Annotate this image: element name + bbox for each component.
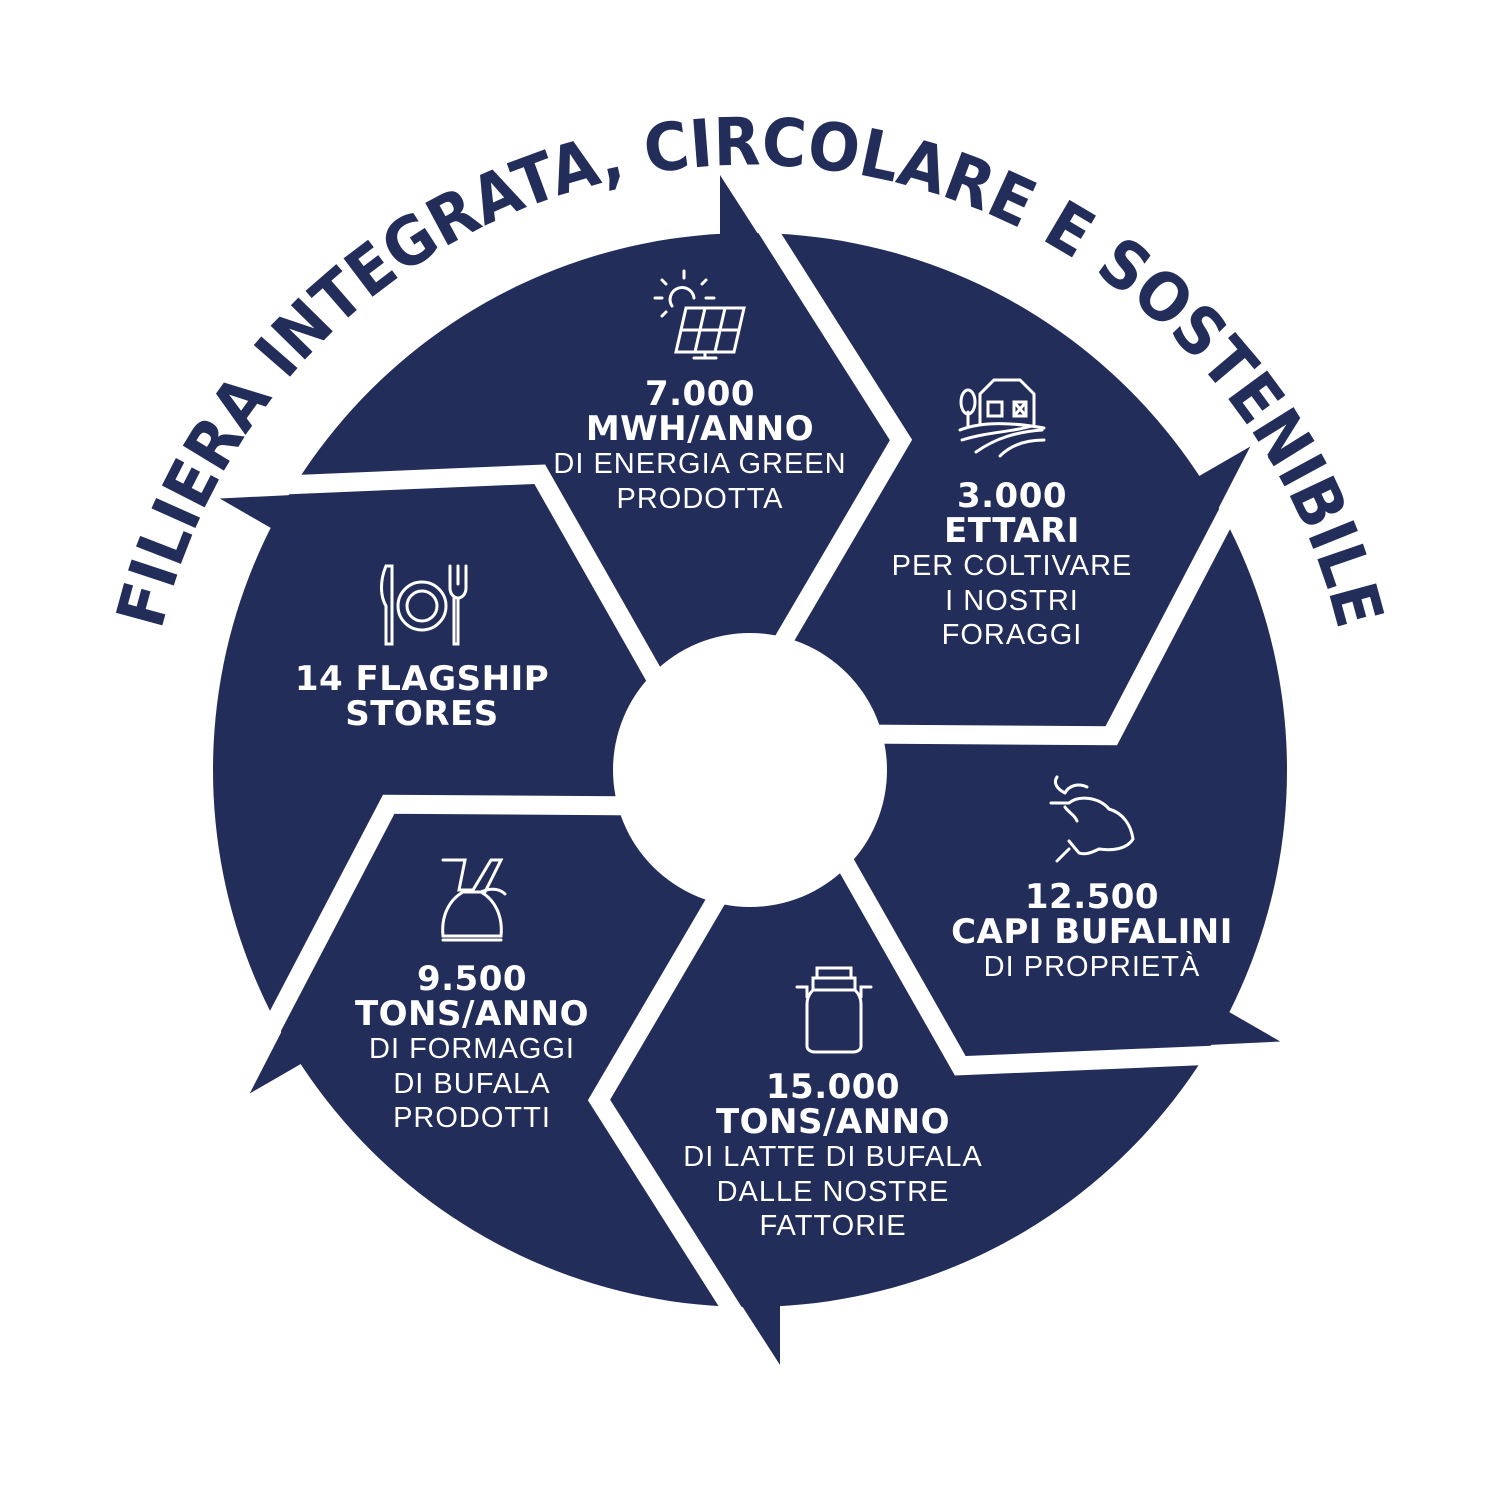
segment-buffalo: 12.500 CAPI BUFALINI DI PROPRIETÀ xyxy=(902,880,1282,985)
cycle-arrow-3 xyxy=(826,839,1282,1076)
segment-desc: DI FORMAGGI xyxy=(369,1033,575,1065)
segment-desc: DI BUFALA xyxy=(393,1067,551,1100)
chevron-separator xyxy=(587,875,780,1377)
segment-desc: DI ENERGIA GREEN xyxy=(553,448,847,480)
cycle-arrow-4 xyxy=(587,875,780,1377)
plate-cutlery-icon xyxy=(380,564,468,646)
segment-desc: PRODOTTA xyxy=(616,482,784,515)
segment-value: 15.000 xyxy=(765,1067,901,1107)
arrow-tip xyxy=(720,175,776,262)
cheese-bag-icon xyxy=(441,858,507,942)
segment-unit: MWH/ANNO xyxy=(585,409,815,449)
segment-desc: I NOSTRI xyxy=(945,584,1079,617)
segment-unit: TONS/ANNO xyxy=(354,994,590,1034)
milk-can-icon xyxy=(795,966,873,1054)
solar-panel-icon xyxy=(653,269,746,360)
segment-desc: DI LATTE DI BUFALA xyxy=(683,1141,983,1173)
segment-desc: PER COLTIVARE xyxy=(891,550,1133,582)
arrow-tip xyxy=(1174,446,1251,539)
segment-desc: DALLE NOSTRE xyxy=(716,1175,950,1208)
buffalo-icon xyxy=(1049,775,1135,863)
segment-desc: DI PROPRIETÀ xyxy=(983,951,1201,983)
farm-barn-icon xyxy=(958,378,1046,458)
segment-desc: PRODOTTI xyxy=(393,1102,551,1134)
cycle-arrow-6 xyxy=(218,464,674,701)
segment-unit: TONS/ANNO xyxy=(715,1102,951,1142)
segment-stores: 14 FLAGSHIP STORES xyxy=(232,662,612,732)
segment-value: 14 FLAGSHIP xyxy=(294,659,550,699)
cycle-arrow-2 xyxy=(856,446,1269,746)
segment-milk: 15.000 TONS/ANNO DI LATTE DI BUFALA DALL… xyxy=(643,1070,1023,1244)
arrow-tip xyxy=(724,1278,780,1365)
center-hole xyxy=(613,633,887,907)
chevron-separator xyxy=(218,464,674,701)
arrow-tip xyxy=(219,493,324,542)
arrow-tip xyxy=(1176,998,1281,1047)
segment-cheese: 9.500 TONS/ANNO DI FORMAGGI DI BUFALA PR… xyxy=(282,962,662,1136)
chevron-separator xyxy=(826,839,1282,1076)
chevron-separator xyxy=(720,163,913,665)
segment-value: 12.500 xyxy=(1024,877,1160,917)
arrow-tip xyxy=(249,1001,326,1094)
segment-hectares: 3.000 ETTARI PER COLTIVARE I NOSTRI FORA… xyxy=(822,479,1202,653)
segment-desc: FORAGGI xyxy=(941,619,1083,651)
segment-unit: CAPI BUFALINI xyxy=(951,912,1233,952)
segment-unit: ETTARI xyxy=(944,511,1080,551)
chevron-separator xyxy=(231,794,644,1094)
segment-desc: FATTORIE xyxy=(759,1210,907,1242)
segment-unit: STORES xyxy=(345,694,499,734)
segment-energy: 7.000 MWH/ANNO DI ENERGIA GREEN PRODOTTA xyxy=(510,377,890,516)
segment-value: 7.000 xyxy=(644,374,756,414)
cycle-arrow-5 xyxy=(231,794,644,1094)
segment-value: 3.000 xyxy=(956,476,1068,516)
segment-value: 9.500 xyxy=(416,959,528,999)
cycle-arrow-1 xyxy=(720,163,913,665)
chevron-separator xyxy=(856,446,1269,746)
